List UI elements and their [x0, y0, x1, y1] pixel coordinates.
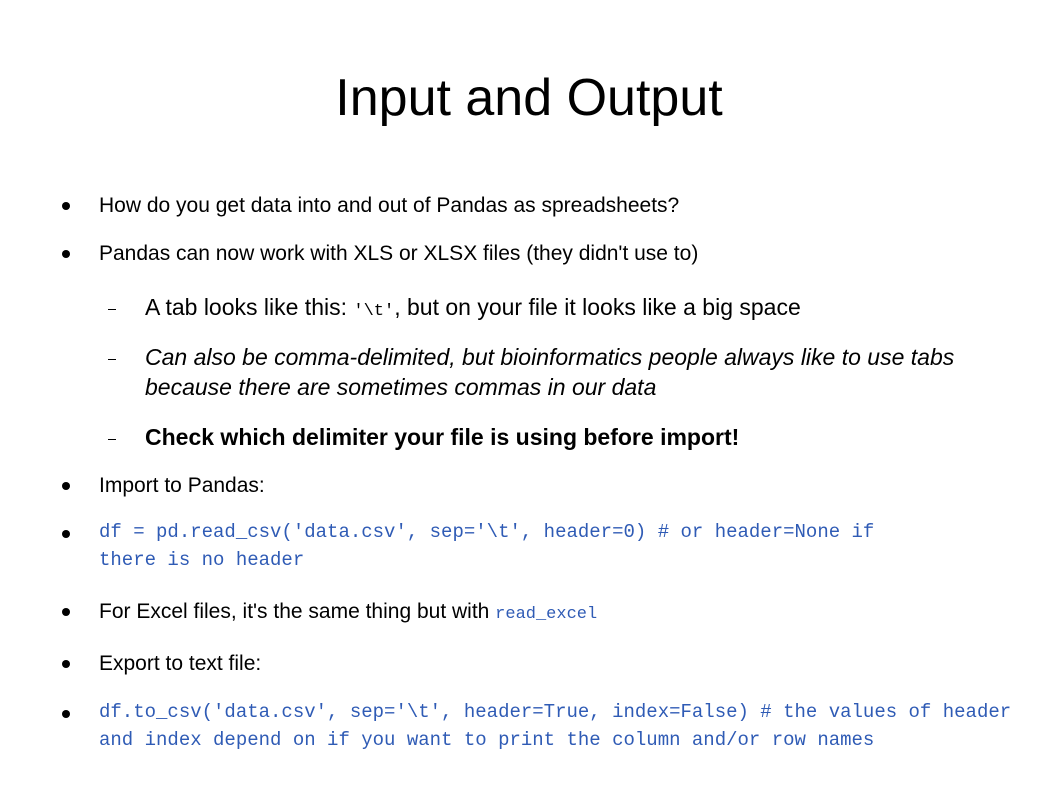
bullet-dot-icon [62, 660, 70, 668]
bullet-text: Export to text file: [99, 652, 262, 675]
read-excel-code: read_excel [495, 605, 598, 624]
bullet-text: How do you get data into and out of Pand… [99, 194, 680, 217]
tab-code: '\t' [353, 302, 395, 321]
sub-bullet-text-pre: A tab looks like this: [145, 294, 354, 320]
bullet-dot-icon [62, 202, 70, 210]
sub-bullet-text: Can also be comma-delimited, but bioinfo… [145, 344, 955, 400]
bullet-dot-icon [62, 530, 70, 538]
sub-bullet-text: A tab looks like this: '\t', but on your… [145, 292, 1028, 327]
slide-title: Input and Output [335, 69, 723, 127]
bullet-dot-icon [62, 608, 70, 616]
sub-bullet-text: Check which delimiter your file is using… [145, 424, 740, 450]
bullet-dot-icon [62, 250, 70, 258]
dash-icon [108, 439, 116, 440]
bullet-text: Pandas can now work with XLS or XLSX fil… [99, 242, 699, 265]
bullet-text-pre: For Excel files, it's the same thing but… [99, 600, 496, 623]
dash-icon [108, 359, 116, 360]
code-snippet: df = pd.read_csv('data.csv', sep='\t', h… [99, 521, 875, 571]
dash-icon [108, 309, 116, 310]
bullet-text: For Excel files, it's the same thing but… [99, 598, 1022, 629]
sub-bullet-text-post: , but on your file it looks like a big s… [394, 294, 801, 320]
code-snippet: df.to_csv('data.csv', sep='\t', header=T… [99, 701, 1012, 751]
bullet-text: Import to Pandas: [99, 474, 265, 497]
bullet-dot-icon [62, 710, 70, 718]
bullet-dot-icon [62, 482, 70, 490]
